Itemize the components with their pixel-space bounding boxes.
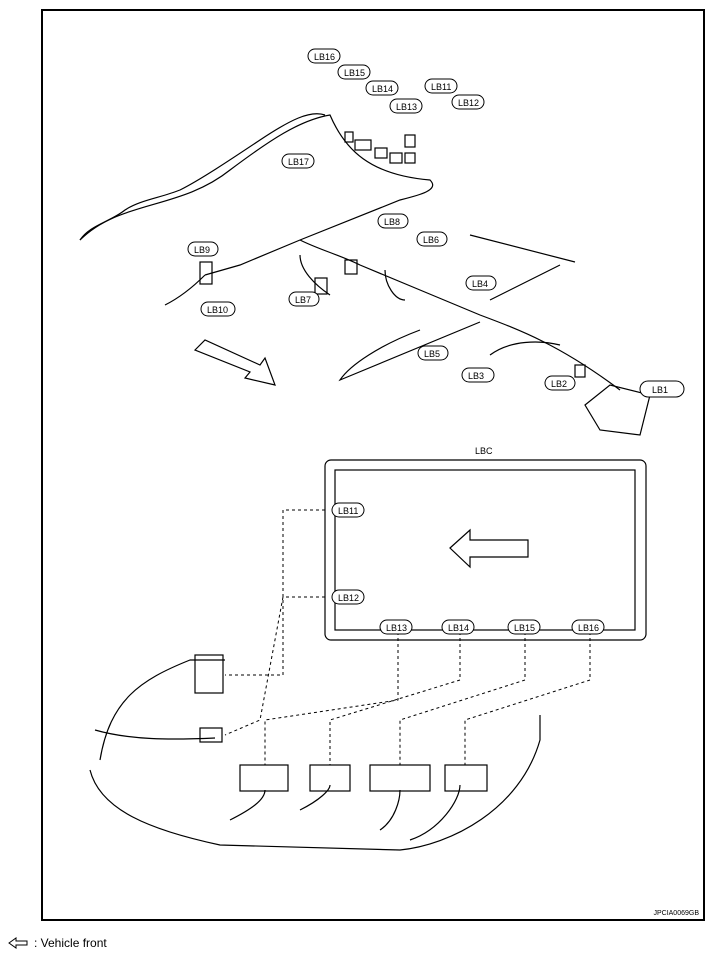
harness-branch-7: [164, 274, 206, 306]
legend-text: : Vehicle front: [34, 936, 107, 950]
label-lb9: LB9: [194, 245, 210, 255]
label-lb14: LB14: [372, 84, 393, 94]
lbc-box: [324, 459, 647, 641]
detail-label-lb12: LB12: [338, 593, 359, 603]
label-lb12: LB12: [458, 98, 479, 108]
label-lb1: LB1: [652, 385, 668, 395]
label-lb5: LB5: [424, 349, 440, 359]
label-lb16: LB16: [314, 52, 335, 62]
harness-branch: [299, 239, 621, 391]
diagram-frame: [41, 9, 705, 921]
harness-lower-2: [94, 729, 461, 841]
label-lb4: LB4: [472, 279, 488, 289]
label-lb17: LB17: [288, 157, 309, 167]
harness-wavy: [79, 113, 326, 241]
detail-title: LBC: [475, 446, 493, 456]
figure-code: JPCIA0069GB: [653, 910, 699, 917]
label-lb8: LB8: [384, 217, 400, 227]
legend: : Vehicle front: [8, 936, 107, 950]
detail-label-lb11: LB11: [338, 506, 358, 516]
left-arrow-icon: [8, 937, 28, 949]
label-lb13: LB13: [396, 102, 417, 112]
label-lb2: LB2: [551, 379, 567, 389]
harness-main: [79, 114, 434, 276]
label-lb7: LB7: [295, 295, 311, 305]
label-lb6: LB6: [423, 235, 439, 245]
detail-label-lb14: LB14: [448, 623, 469, 633]
detail-label-lb13: LB13: [386, 623, 407, 633]
label-lb11: LB11: [431, 82, 451, 92]
harness-branch-5: [299, 254, 331, 296]
harness-branch-2: [469, 234, 576, 301]
direction-arrow-icon: [193, 339, 276, 386]
lb1-connector-shape: [584, 384, 651, 436]
harness-lower: [89, 659, 541, 851]
label-lb15: LB15: [344, 68, 365, 78]
harness-branch-6: [384, 269, 406, 301]
harness-branch-4: [489, 341, 561, 356]
label-lb3: LB3: [468, 371, 484, 381]
label-lb10: LB10: [207, 305, 228, 315]
detail-label-lb15: LB15: [514, 623, 535, 633]
harness-branch-3: [338, 321, 481, 382]
detail-label-lb16: LB16: [578, 623, 599, 633]
front-arrow-detail: [449, 528, 529, 569]
